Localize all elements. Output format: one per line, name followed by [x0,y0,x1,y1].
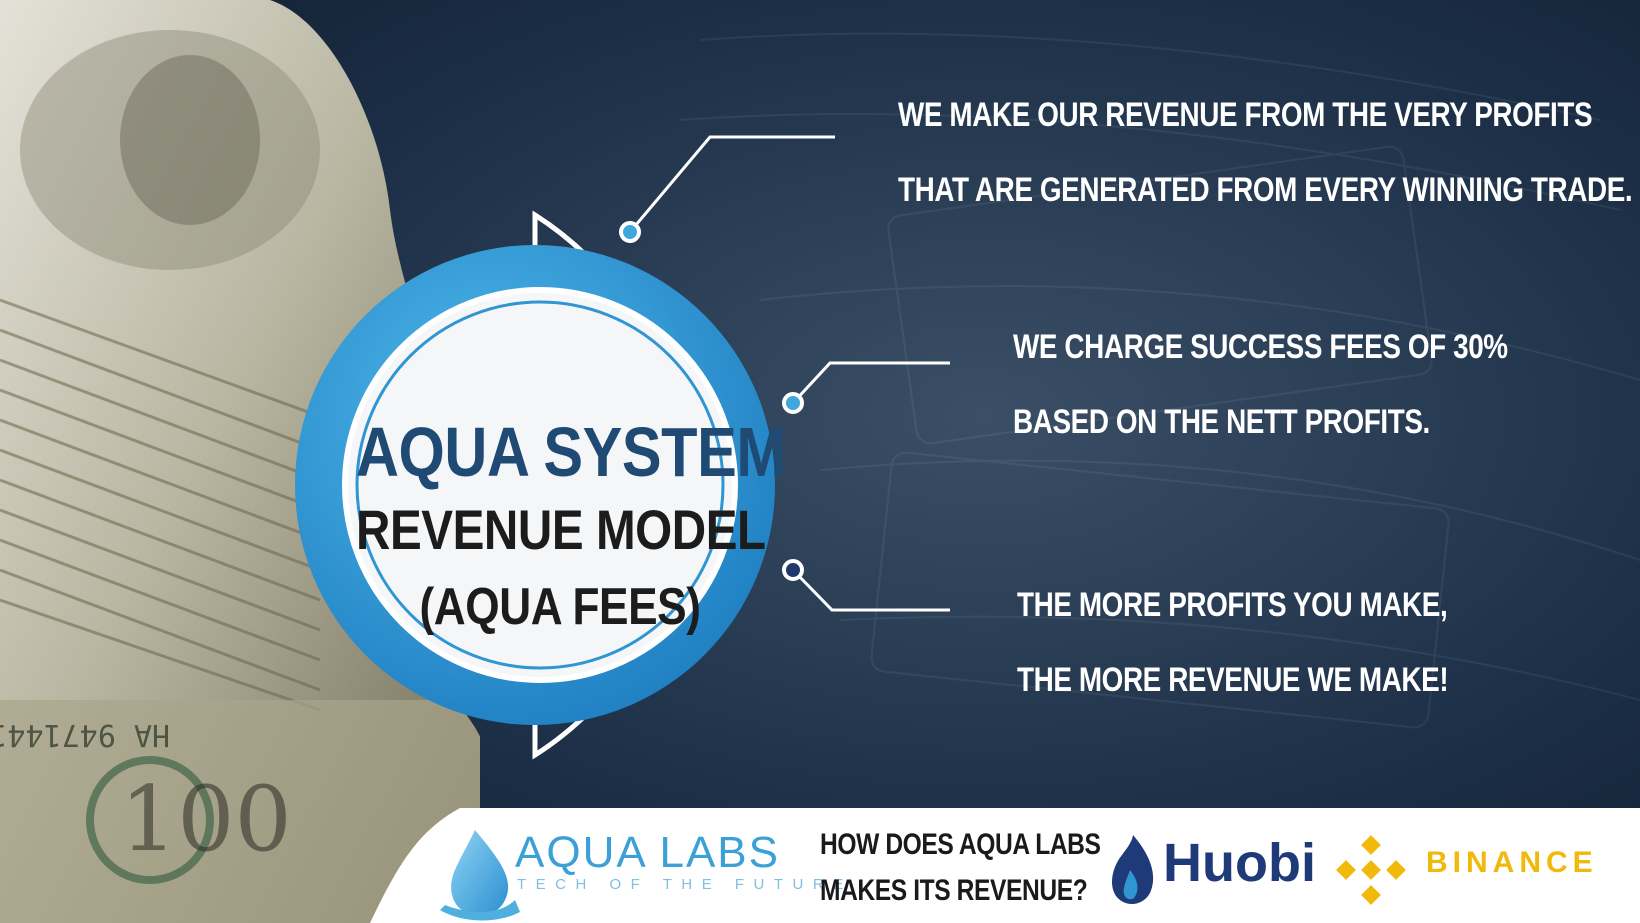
point-2-line1: WE CHARGE SUCCESS FEES OF 30% [1013,328,1508,366]
point-3-line1: THE MORE PROFITS YOU MAKE, [1017,586,1448,624]
money-serial: HA 94714412 [0,717,170,752]
binance-diamond-logo-icon [1336,835,1406,905]
aqua-labs-wordmark: AQUA LABS [515,828,781,877]
center-title-line3: (AQUA FEES) [419,578,701,636]
footer-question-line1: HOW DOES AQUA LABS [820,828,1101,861]
connector-dot-2 [782,392,804,414]
aqua-labs-tagline: TECH OF THE FUTURE [517,876,853,893]
point-2-line2: BASED ON THE NETT PROFITS. [1013,403,1430,441]
center-title-line2: REVENUE MODEL [356,498,766,561]
huobi-wordmark: Huobi [1163,833,1316,893]
point-1-line1: WE MAKE OUR REVENUE FROM THE VERY PROFIT… [898,96,1593,134]
point-1-line2: THAT ARE GENERATED FROM EVERY WINNING TR… [898,171,1633,209]
footer-question-line2: MAKES ITS REVENUE? [820,874,1088,907]
connector-line-1 [628,135,835,233]
footer-question: HOW DOES AQUA LABS MAKES ITS REVENUE? [820,822,1101,914]
svg-text:100: 100 [120,767,292,872]
connector-dot-3 [782,559,804,581]
connector-line-2 [791,361,950,405]
connector-line-3 [791,568,950,612]
binance-wordmark: BINANCE [1426,846,1598,879]
footer-band [370,808,1640,923]
aqua-drop-logo-icon [440,830,520,921]
center-circle-inner [342,287,738,683]
connector-dot-1 [619,221,641,243]
point-3-line2: THE MORE REVENUE WE MAKE! [1017,661,1449,699]
huobi-flame-logo-icon [1111,835,1154,904]
center-title-line1: AQUA SYSTEM [356,413,786,491]
